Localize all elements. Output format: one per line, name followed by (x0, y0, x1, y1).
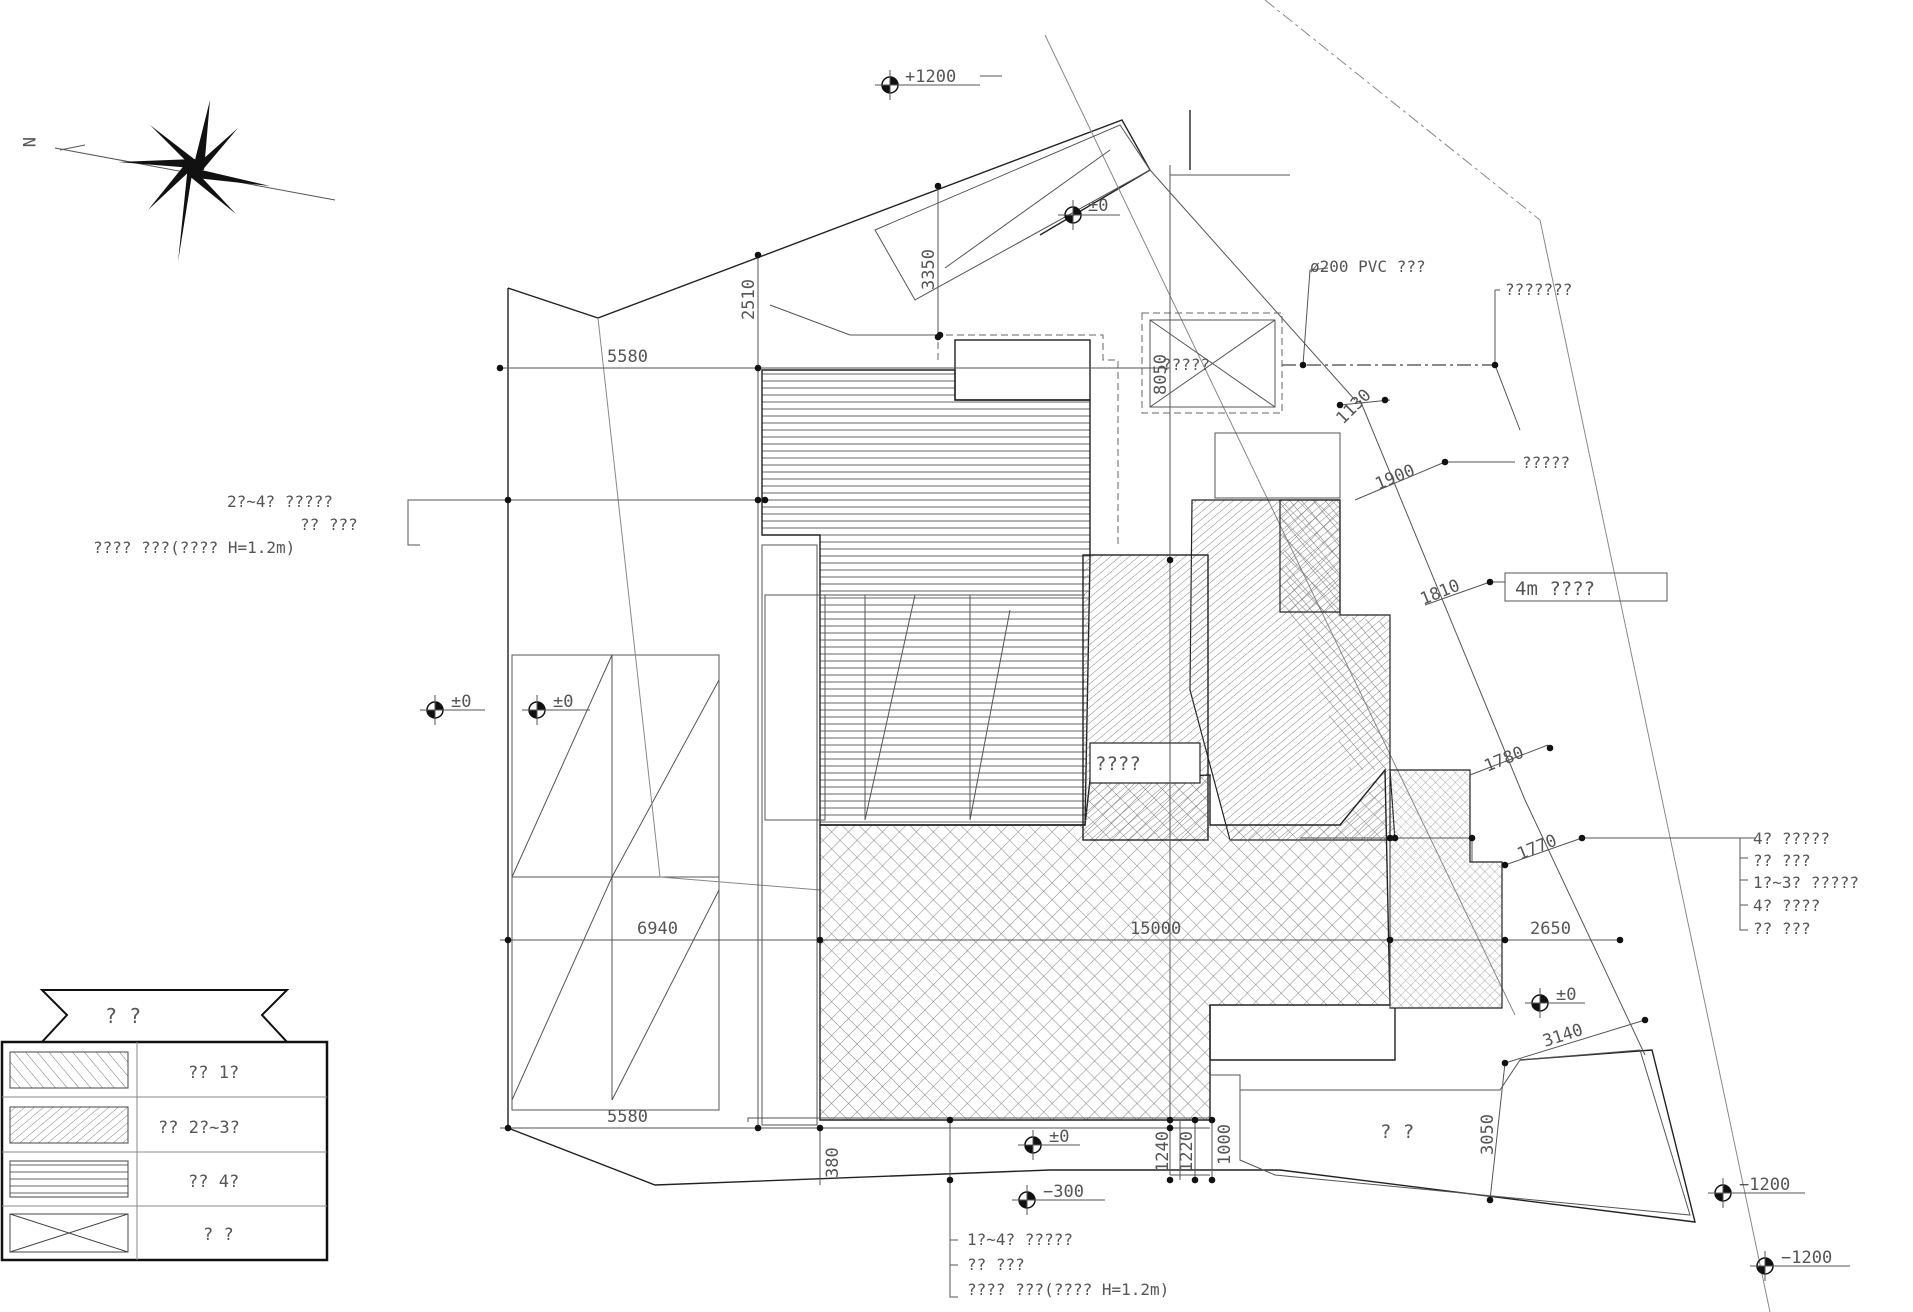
level-marker-right-zero: ±0 (1525, 985, 1585, 1018)
level-marker-top-zero: ±0 (1058, 196, 1120, 230)
pipe-label: ø200 PVC ??? (1310, 257, 1426, 276)
level-text: +1200 (905, 67, 956, 87)
legend-label: ?? 4? (188, 1172, 239, 1192)
dim-2650: 2650 (1530, 919, 1571, 939)
level-text: ±0 (1556, 985, 1576, 1005)
dimension-lines (500, 165, 1646, 1270)
dim-8050: 8050 (1151, 354, 1171, 395)
top-right-label: ??????? (1505, 280, 1572, 299)
dim-1810: 1810 (1417, 576, 1462, 610)
legend-row-2f-3f: ?? 2?~3? (9, 1106, 240, 1144)
dim-6940: 6940 (637, 919, 678, 939)
legend-row-4f: ?? 4? (9, 1160, 239, 1198)
center-box-label: ???? (1095, 753, 1141, 775)
right-mid-label: ????? (1522, 453, 1570, 472)
level-marker-right-minus1200-b: −1200 (1750, 1248, 1850, 1281)
level-text: −1200 (1739, 1175, 1790, 1195)
level-marker-top-plus1200: +1200 (875, 67, 980, 100)
legend-label: ?? 2?~3? (158, 1118, 240, 1138)
dim-1240: 1240 (1153, 1131, 1173, 1172)
dim-380: 380 (823, 1147, 843, 1178)
dim-5580-bottom: 5580 (607, 1107, 648, 1127)
pvc-pipe (1282, 267, 1521, 431)
dim-15000: 15000 (1130, 919, 1181, 939)
parking-area (511, 317, 821, 1111)
top-terrace (874, 124, 1151, 301)
dim-1000: 1000 (1215, 1124, 1235, 1165)
right-note-line2: ?? ??? (1753, 851, 1811, 870)
level-marker-bottom-minus300: −300 (1012, 1182, 1105, 1215)
right-note-line5: ?? ??? (1753, 919, 1811, 938)
building-footprint (761, 369, 1503, 1121)
legend-label: ?? 1? (188, 1063, 239, 1083)
dim-5580-top: 5580 (607, 347, 648, 367)
legend-row-1f: ?? 1? (9, 1051, 239, 1089)
building-outlines (747, 312, 1691, 1216)
bottom-note-line2: ?? ??? (967, 1255, 1025, 1274)
legend-title: ? ? (105, 1004, 141, 1028)
dim-3350: 3350 (919, 249, 939, 290)
dim-1780: 1780 (1481, 743, 1526, 777)
annotations: ø200 PVC ??? ??????? ????? 4m ???? ???? … (93, 257, 1859, 1299)
level-text: −300 (1043, 1182, 1084, 1202)
right-note-line4: 4? ???? (1753, 896, 1820, 915)
bottom-area-label: ? ? (1380, 1121, 1414, 1143)
level-marker-left-zero-b: ±0 (522, 692, 590, 725)
dim-3050: 3050 (1478, 1114, 1498, 1155)
level-text: ±0 (553, 692, 573, 712)
left-note-line1: 2?~4? ????? (227, 492, 333, 511)
level-marker-left-zero-a: ±0 (420, 692, 485, 725)
north-label: N (18, 137, 38, 147)
left-note-line2: ?? ??? (300, 515, 358, 534)
dim-2510: 2510 (739, 279, 759, 320)
level-text: −1200 (1781, 1248, 1832, 1268)
right-note-line3: 1?~3? ????? (1753, 873, 1859, 892)
bottom-note-line1: 1?~4? ????? (967, 1230, 1073, 1249)
septic-label: ????? (1162, 355, 1210, 374)
dimension-points (496, 182, 1649, 1204)
dim-1220: 1220 (1177, 1131, 1197, 1172)
level-text: ±0 (1088, 196, 1108, 216)
note-leaders (407, 75, 1755, 1298)
level-marker-right-minus1200-a: −1200 (1708, 1175, 1805, 1208)
legend-row-cross: ? ? (9, 1213, 234, 1253)
dim-3140: 3140 (1540, 1020, 1585, 1052)
right-note-line1: 4? ????? (1753, 829, 1830, 848)
road-label: 4m ???? (1515, 578, 1595, 600)
north-arrow-icon: N (18, 100, 336, 262)
level-text: ±0 (1049, 1127, 1069, 1147)
level-text: ±0 (451, 692, 471, 712)
left-note-line3: ???? ???(???? H=1.2m) (93, 538, 295, 557)
dim-1900: 1900 (1372, 461, 1417, 495)
level-marker-bottom-zero: ±0 (1018, 1127, 1080, 1160)
bottom-note-line3: ???? ???(???? H=1.2m) (967, 1280, 1169, 1299)
legend: ? ? ?? 1? ?? 2?~3? ?? 4? ? ? (0, 989, 329, 1262)
legend-label: ? ? (203, 1225, 234, 1245)
